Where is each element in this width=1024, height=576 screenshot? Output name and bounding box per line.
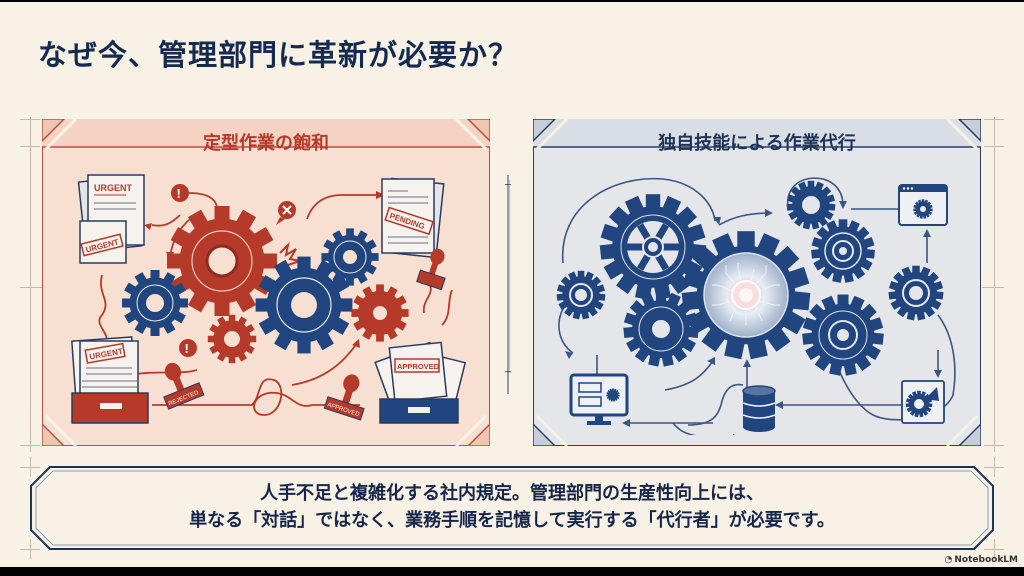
guide-cross [30, 539, 31, 559]
guide-cross [994, 457, 995, 477]
small-gear-icon [556, 270, 606, 320]
guide-line-right [994, 117, 995, 452]
small-gear-icon [786, 180, 836, 230]
urgent-documents-icon: URGENT URGENT [77, 174, 145, 264]
inbox-tray-approved-icon: APPROVED [374, 341, 467, 424]
rubber-stamp-icon [416, 248, 446, 291]
blue-gear-icon [122, 270, 188, 336]
red-gear-icon [207, 314, 257, 364]
ai-core-gear-icon [681, 231, 811, 360]
svg-text:URGENT: URGENT [94, 183, 133, 193]
notebooklm-watermark: ◔NotebookLM [945, 555, 1018, 565]
guide-cross [30, 457, 31, 477]
blue-gear-icon [321, 228, 379, 286]
guide-tick [982, 287, 1004, 288]
automation-gears-illustration [556, 177, 956, 435]
summary-caption-box: 人手不足と複雑化する社内規定。管理部門の生産性向上には、 単なる「対話」ではなく… [30, 466, 994, 550]
guide-tick [20, 146, 40, 147]
svg-text:!: ! [177, 186, 181, 201]
spoked-gear-icon [599, 194, 707, 301]
settings-analytics-icon [901, 380, 945, 424]
error-icon [276, 201, 296, 225]
database-icon [742, 385, 776, 432]
red-gear-icon [351, 284, 409, 342]
warning-icon: ! [179, 339, 197, 357]
gear-icon [623, 291, 699, 367]
caption-frame [30, 466, 994, 550]
rejected-stamp-icon: REJECTED [163, 362, 205, 410]
gear-icon [888, 265, 944, 321]
chaotic-gears-illustration: URGENT URGENT ! ! [71, 174, 467, 424]
panel-routine-work-saturation: 定型作業の飽和 UR [42, 119, 490, 446]
guide-tick [20, 119, 40, 120]
guide-tick [984, 119, 1004, 120]
guide-tick [20, 287, 42, 288]
brand-label: NotebookLM [954, 555, 1018, 565]
monitor-workflow-icon [569, 373, 629, 425]
approved-stamp-icon: APPROVED [323, 374, 365, 421]
panel-title: 独自技能による作業代行 [658, 133, 856, 154]
page-title: なぜ今、管理部門に革新が必要か？ [38, 38, 519, 72]
large-red-gear-icon [167, 206, 277, 316]
panel-skill-based-task-delegation: 独自技能による作業代行 [533, 119, 981, 446]
caption-line-1: 人手不足と複雑化する社内規定。管理部門の生産性向上には、 [260, 483, 764, 504]
large-blue-gear-icon [255, 256, 353, 354]
guide-line-left [30, 117, 31, 452]
panel-title: 定型作業の飽和 [203, 133, 329, 154]
pending-documents-icon: PENDING [381, 177, 445, 259]
inbox-tray-urgent-icon: URGENT [71, 336, 149, 424]
notebooklm-icon: ◔ [944, 555, 953, 565]
gear-icon [802, 294, 884, 376]
guide-tick [20, 445, 40, 446]
svg-text:APPROVED: APPROVED [397, 362, 440, 371]
warning-icon: ! [171, 184, 189, 202]
guide-tick [984, 445, 1004, 446]
guide-cross [994, 539, 995, 559]
caption-line-2: 単なる「対話」ではなく、業務手順を記憶して実行する「代行者」が必要です。 [189, 510, 835, 531]
app-window-icon [898, 184, 948, 226]
svg-text:!: ! [185, 341, 189, 356]
caption-text: 人手不足と複雑化する社内規定。管理部門の生産性向上には、 単なる「対話」ではなく… [30, 480, 994, 534]
panel-divider [505, 175, 511, 394]
guide-tick [984, 146, 1004, 147]
target-gear-icon [811, 219, 875, 283]
